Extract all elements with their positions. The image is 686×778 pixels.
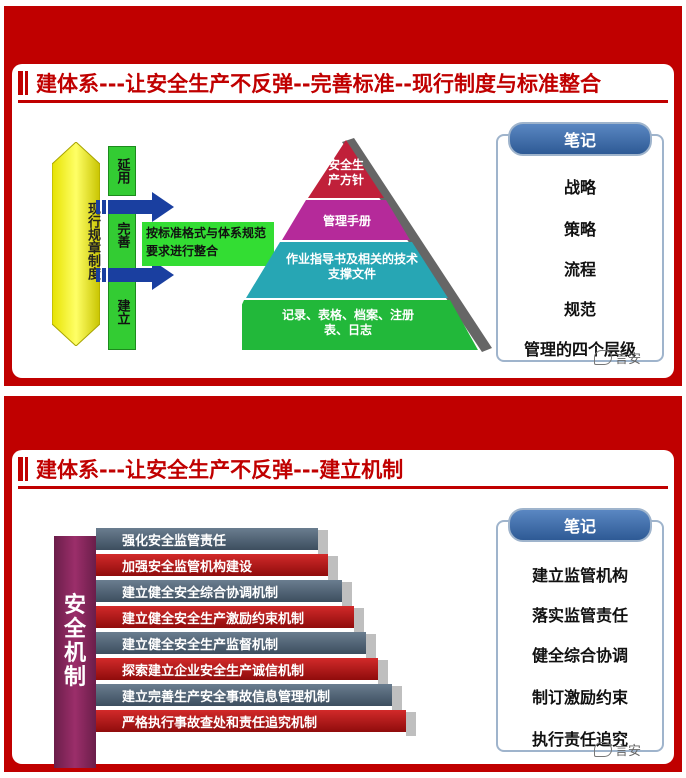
- chat-bubble-icon: [594, 742, 612, 757]
- slide-1-title-text: 建体系---让安全生产不反弹--完善标准--现行制度与标准整合: [36, 72, 602, 96]
- mechanism-step: 探索建立企业安全生产诚信机制: [96, 658, 388, 684]
- mechanism-step: 建立完善生产安全事故信息管理机制: [96, 684, 402, 710]
- notes-item: 制订激励约束: [531, 688, 628, 707]
- arrow-right-icon: [96, 260, 174, 290]
- current-rules-label: 现行规章制度: [85, 202, 100, 280]
- title-rule: [18, 486, 668, 489]
- green-box-extend: 延用: [108, 146, 136, 196]
- mechanism-step: 加强安全监管机构建设: [96, 554, 338, 580]
- notes-item: 战略: [563, 178, 596, 197]
- notes-item: 执行责任追究: [531, 730, 628, 749]
- document-pyramid: [242, 138, 492, 352]
- chat-bubble-icon: [594, 350, 612, 365]
- mechanism-step: 严格执行事故查处和责任追究机制: [96, 710, 416, 736]
- watermark-text: 言安: [615, 744, 642, 759]
- mechanism-step-label: 加强安全监管机构建设: [122, 559, 253, 575]
- notes-header: 笔记: [508, 508, 652, 542]
- slide-2-title: 建体系---让安全生产不反弹---建立机制: [18, 454, 403, 484]
- safety-mechanism-label: 安全机制: [63, 593, 86, 690]
- mechanism-step: 强化安全监管责任: [96, 528, 328, 554]
- mechanism-step-label: 强化安全监管责任: [122, 533, 227, 549]
- mechanism-step: 建立健全安全生产激励约束机制: [96, 606, 364, 632]
- mechanism-step-label: 探索建立企业安全生产诚信机制: [122, 663, 305, 679]
- notes-item: 策略: [563, 220, 596, 239]
- current-rules-box: 现行规章制度: [52, 142, 100, 346]
- arrow-right-icon: [96, 192, 174, 222]
- title-marker-icon: [18, 457, 23, 481]
- notes-header: 笔记: [508, 122, 652, 156]
- integration-label: 按标准格式与体系规范要求进行整合: [142, 222, 274, 266]
- notes-panel: 笔记 建立监管机构 落实监管责任 健全综合协调 制订激励约束 执行责任追究: [496, 508, 664, 752]
- slide-2: 建体系---让安全生产不反弹---建立机制 安全机制 强化安全监管责任 加强安全…: [4, 396, 682, 772]
- slide-2-title-text: 建体系---让安全生产不反弹---建立机制: [36, 458, 404, 482]
- title-marker-icon: [25, 457, 28, 481]
- title-rule: [18, 100, 668, 103]
- notes-item: 建立监管机构: [531, 566, 628, 585]
- slide-1: 建体系---让安全生产不反弹--完善标准--现行制度与标准整合 现行规章制度 延…: [4, 6, 682, 386]
- title-marker-icon: [18, 71, 23, 95]
- mechanism-step: 建立健全安全生产监督机制: [96, 632, 376, 658]
- pyramid-level-4: 记录、表格、档案、注册表、日志: [281, 308, 414, 337]
- pyramid-level-2: 管理手册: [322, 214, 371, 228]
- notes-item: 流程: [563, 260, 596, 279]
- green-box-establish: 建立: [108, 274, 136, 350]
- notes-item: 健全综合协调: [531, 646, 628, 665]
- notes-item: 落实监管责任: [531, 606, 628, 625]
- mechanism-step-label: 建立完善生产安全事故信息管理机制: [122, 689, 331, 705]
- green-box-label: 完善: [114, 222, 130, 248]
- mechanism-step-label: 建立健全安全生产监督机制: [122, 637, 279, 653]
- safety-mechanism-bar: 安全机制: [54, 536, 96, 768]
- watermark: 言安: [594, 740, 641, 759]
- title-marker-icon: [25, 71, 28, 95]
- slide-2-content: 建体系---让安全生产不反弹---建立机制 安全机制 强化安全监管责任 加强安全…: [12, 450, 674, 768]
- notes-panel: 笔记 战略 策略 流程 规范 管理的四个层级: [496, 122, 664, 362]
- mechanism-step-label: 严格执行事故查处和责任追究机制: [122, 715, 318, 731]
- green-box-label: 延用: [114, 158, 130, 184]
- notes-item: 规范: [563, 300, 596, 319]
- green-box-label: 建立: [114, 299, 130, 325]
- mechanism-step-label: 建立健全安全综合协调机制: [122, 585, 279, 601]
- pyramid-level-1: 安全生产方针: [327, 158, 364, 187]
- watermark: 言安: [594, 348, 641, 367]
- slide-1-title: 建体系---让安全生产不反弹--完善标准--现行制度与标准整合: [18, 68, 601, 98]
- mechanism-step-label: 建立健全安全生产激励约束机制: [122, 611, 305, 627]
- watermark-text: 言安: [615, 352, 642, 367]
- slide-1-content: 建体系---让安全生产不反弹--完善标准--现行制度与标准整合 现行规章制度 延…: [12, 64, 674, 378]
- pyramid-level-3: 作业指导书及相关的技术支撑文件: [285, 252, 418, 281]
- mechanism-step: 建立健全安全综合协调机制: [96, 580, 352, 606]
